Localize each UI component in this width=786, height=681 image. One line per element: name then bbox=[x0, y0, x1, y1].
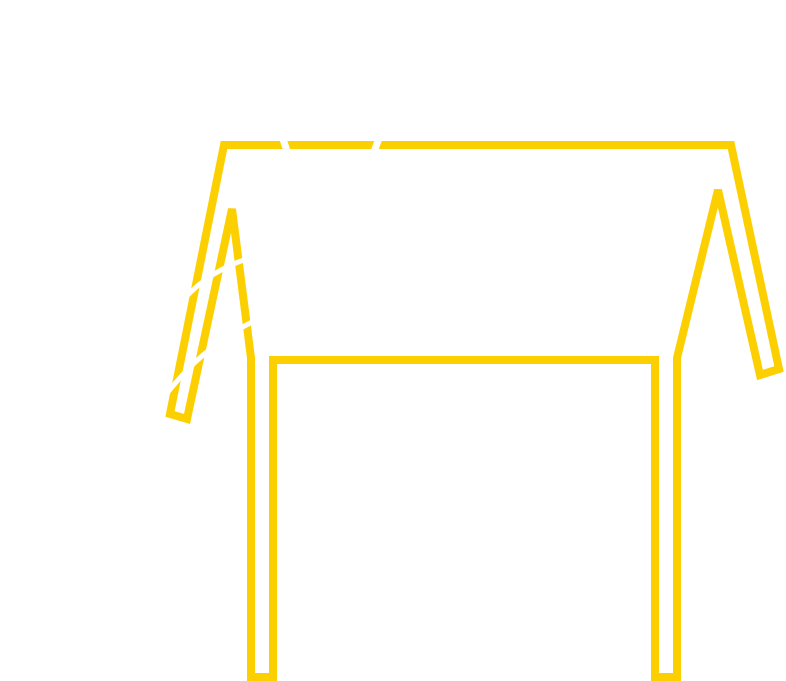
house-outline bbox=[165, 141, 784, 681]
outline-break-top-left bbox=[276, 128, 294, 162]
outline-break-left-lower bbox=[166, 317, 258, 394]
outline-break-top-mid bbox=[367, 128, 386, 162]
outline-break-left-upper bbox=[181, 255, 251, 302]
